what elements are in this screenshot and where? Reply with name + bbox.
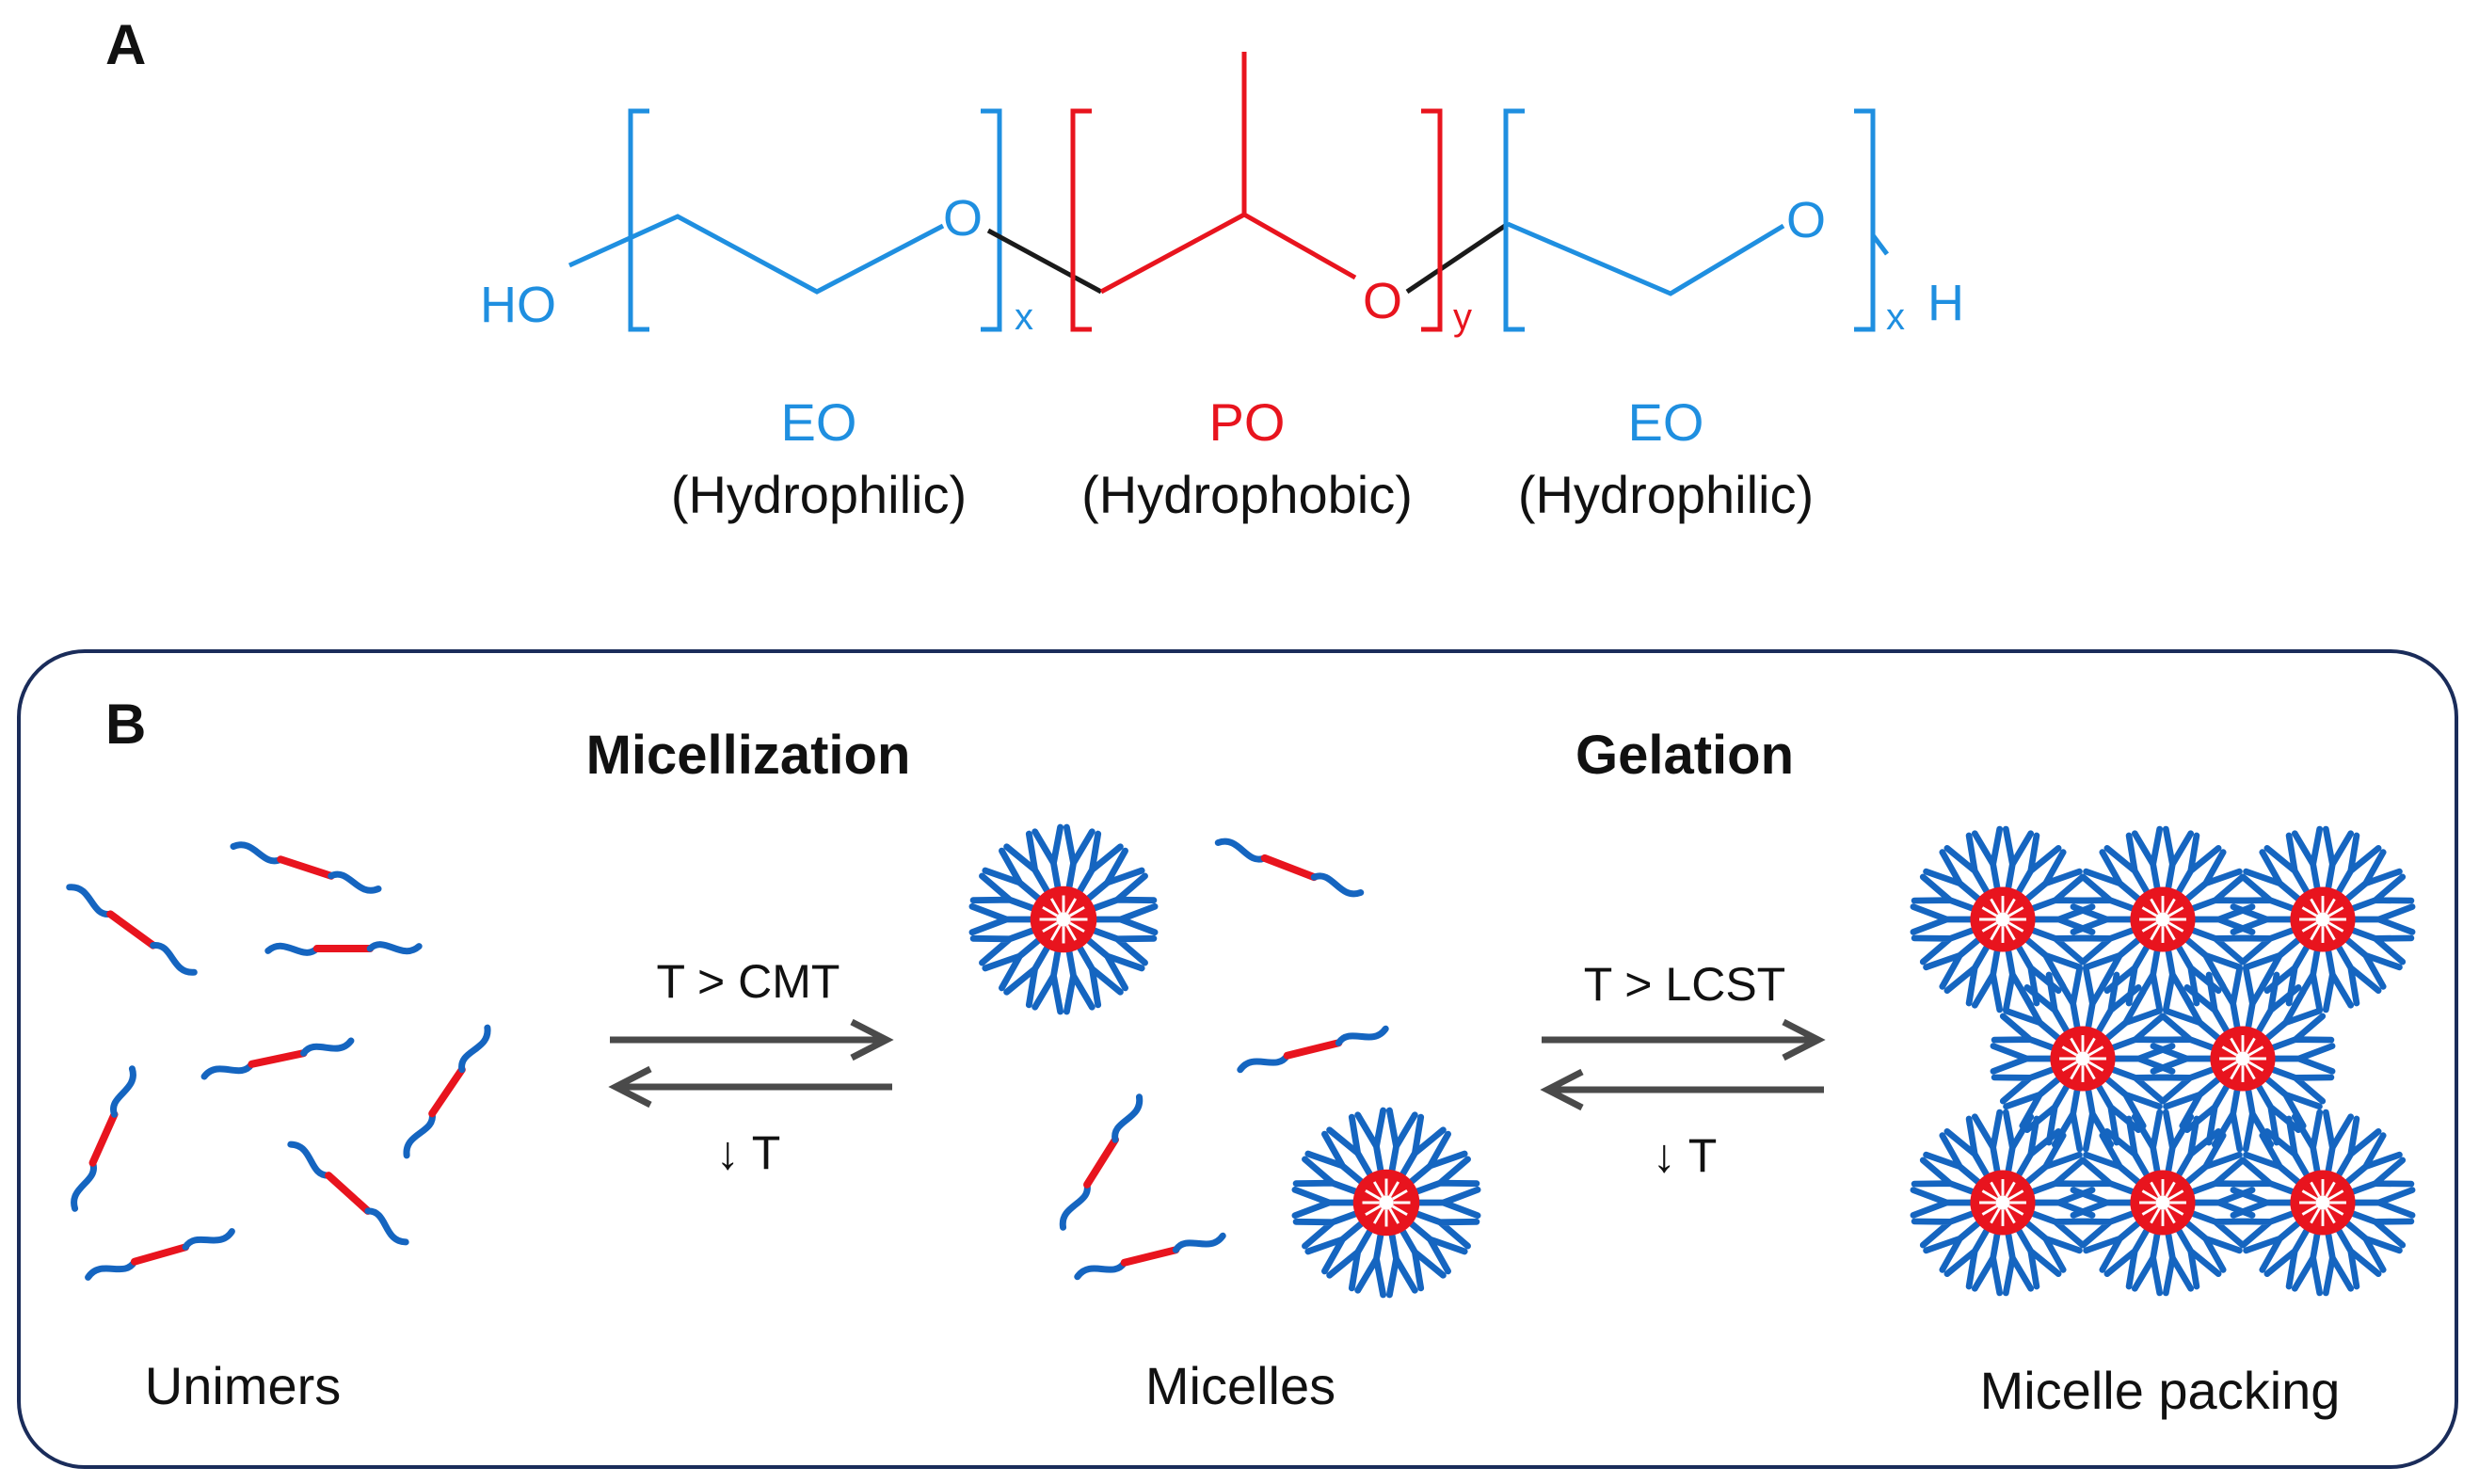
micelle xyxy=(1990,965,2176,1153)
eo-block-1-bonds xyxy=(568,108,1002,332)
forward-arrowhead-1 xyxy=(850,1018,894,1061)
reverse-arrowhead-2 xyxy=(1540,1068,1584,1111)
subscript-x-1: x xyxy=(1015,296,1033,338)
cooling-label-1: ↓ T xyxy=(716,1126,781,1179)
unimer xyxy=(1060,1091,1143,1234)
micelle-packing-label: Micelle packing xyxy=(1980,1361,2341,1420)
subscript-y: y xyxy=(1453,296,1472,338)
reverse-arrowhead-1 xyxy=(608,1065,652,1109)
subscript-x-2: x xyxy=(1886,296,1905,338)
micellization-title: Micellization xyxy=(586,725,911,786)
unimers-label: Unimers xyxy=(145,1356,341,1415)
unimer xyxy=(72,1064,136,1213)
panel-a-letter: A xyxy=(105,13,146,76)
micelles-label: Micelles xyxy=(1145,1356,1335,1415)
po-block-bonds xyxy=(1070,52,1443,332)
micelle xyxy=(2230,825,2416,1013)
link-bond-2 xyxy=(1405,221,1510,295)
micelle xyxy=(1910,1109,2096,1297)
oxygen-atom-2: O xyxy=(1363,273,1402,329)
link-bond-1 xyxy=(986,228,1103,295)
micelle xyxy=(2150,965,2336,1153)
forward-arrowhead-2 xyxy=(1782,1018,1826,1061)
gelation-arrows xyxy=(1540,1018,1826,1111)
unimer xyxy=(203,1027,352,1091)
oxygen-atom-3: O xyxy=(1786,192,1826,248)
hydrophilic-label-2: (Hydrophilic) xyxy=(1518,465,1814,524)
micelle xyxy=(2070,825,2256,1013)
micelle xyxy=(1910,825,2096,1013)
micelle xyxy=(1291,1107,1481,1299)
po-label: PO xyxy=(1209,392,1286,452)
eo-block-2-bonds xyxy=(1503,108,1889,332)
unimer xyxy=(267,932,419,965)
micelles-illustration xyxy=(968,823,1481,1299)
block-labels: EO (Hydrophilic) PO (Hydrophobic) EO (Hy… xyxy=(671,392,1814,524)
unimers-illustration xyxy=(62,843,490,1291)
micelle xyxy=(2230,1109,2416,1297)
micellization-arrows xyxy=(608,1018,894,1109)
unimer xyxy=(87,1218,233,1291)
micelle xyxy=(2070,1109,2256,1297)
panel-b-letter: B xyxy=(105,693,146,756)
terminal-h: H xyxy=(1927,275,1964,331)
unimer xyxy=(1239,1014,1386,1083)
cooling-label-2: ↓ T xyxy=(1653,1129,1718,1182)
hydrophobic-label: (Hydrophobic) xyxy=(1081,465,1413,524)
eo-label-1: EO xyxy=(781,392,857,452)
ho-group: HO xyxy=(480,277,556,333)
unimer xyxy=(404,1021,490,1162)
cmt-condition: T > CMT xyxy=(657,955,840,1008)
oxygen-atom-1: O xyxy=(943,190,983,247)
micelle xyxy=(968,823,1159,1015)
unimer xyxy=(282,1141,415,1245)
unimer xyxy=(1076,1221,1224,1290)
eo-label-2: EO xyxy=(1628,392,1704,452)
panel-b-frame xyxy=(17,649,2458,1469)
lcst-condition: T > LCST xyxy=(1584,958,1785,1011)
unimer xyxy=(1214,839,1365,896)
unimer xyxy=(62,884,201,975)
unimer xyxy=(231,843,382,892)
hydrophilic-label-1: (Hydrophilic) xyxy=(671,465,967,524)
gelation-title: Gelation xyxy=(1575,725,1794,786)
chemical-structure: HO O x O y O x H xyxy=(480,52,1964,338)
micelle-packing-illustration xyxy=(1910,825,2416,1297)
